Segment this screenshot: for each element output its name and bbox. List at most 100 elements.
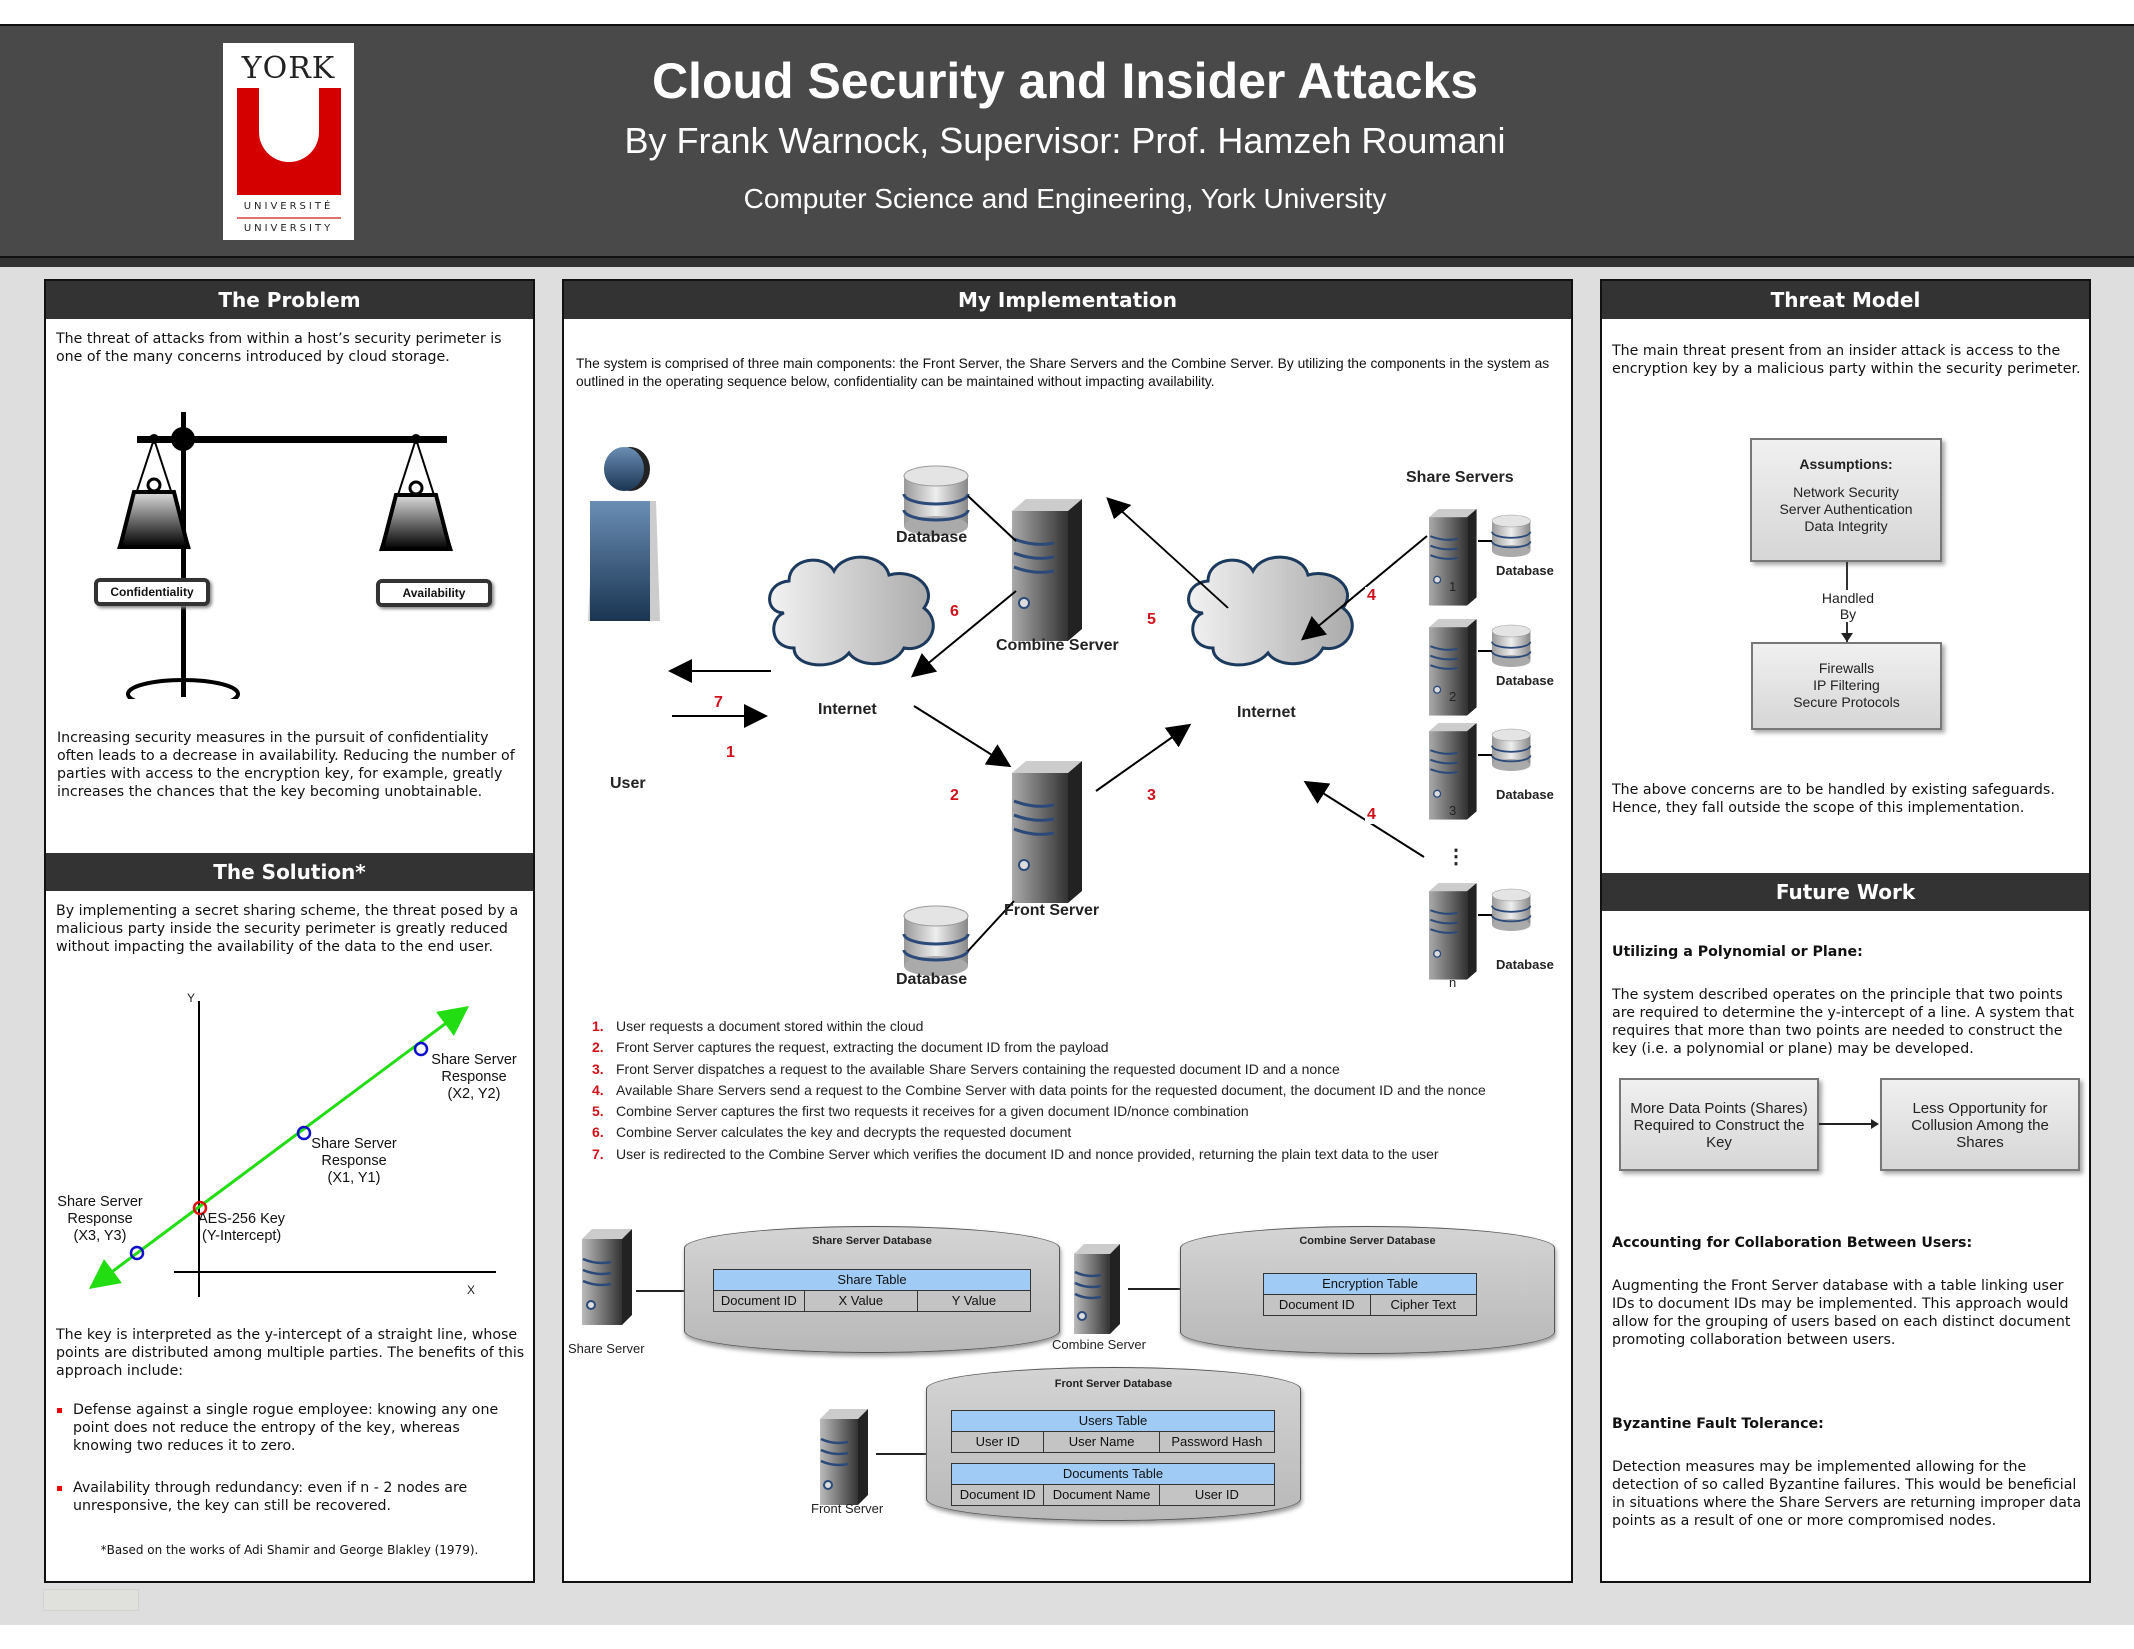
internet-label-left: Internet bbox=[818, 701, 877, 718]
poster-header bbox=[0, 24, 2134, 258]
solution-intro: By implementing a secret sharing scheme,… bbox=[56, 903, 519, 955]
connector-line bbox=[1128, 1288, 1180, 1290]
internet-label-right: Internet bbox=[1237, 704, 1296, 721]
benefit-1: Defense against a single rogue employee:… bbox=[73, 1402, 499, 1454]
share-server-id: 1 bbox=[1449, 579, 1457, 594]
poster-title: Cloud Security and Insider Attacks bbox=[651, 53, 1479, 109]
front-server-small-icon bbox=[820, 1409, 868, 1505]
footer-placeholder bbox=[43, 1589, 139, 1611]
line-segment-down bbox=[88, 1205, 200, 1289]
architecture-diagram bbox=[588, 447, 1532, 981]
database-label: Database bbox=[896, 971, 968, 988]
step-item: 5.Combine Server captures the first two … bbox=[592, 1103, 1249, 1120]
database-label: Database bbox=[1496, 787, 1554, 802]
database-label: Database bbox=[1496, 673, 1554, 688]
step-item: 4.Available Share Servers send a request… bbox=[592, 1081, 1486, 1098]
database-label: Database bbox=[1496, 957, 1554, 972]
front-server-database: Front Server Database Users Table User I… bbox=[926, 1367, 1301, 1521]
combine-server-label: Combine Server bbox=[996, 637, 1119, 654]
future-heading-polynomial: Utilizing a Polynomial or Plane: bbox=[1612, 944, 1863, 960]
poster-affiliation: Computer Science and Engineering, York U… bbox=[743, 183, 1387, 214]
front-server-icon bbox=[1010, 759, 1084, 905]
logo-universite-text: UNIVERSITÉ bbox=[243, 201, 334, 212]
future-heading-collaboration: Accounting for Collaboration Between Use… bbox=[1612, 1235, 1973, 1251]
york-university-logo: YORK UNIVERSITÉ UNIVERSITY bbox=[223, 43, 354, 240]
future-heading-byzantine: Byzantine Fault Tolerance: bbox=[1612, 1416, 1824, 1432]
safeguards-box: Firewalls IP Filtering Secure Protocols bbox=[1751, 642, 1942, 730]
bullet-marker bbox=[57, 1486, 62, 1491]
benefit-2: Availability through redundancy: even if… bbox=[73, 1480, 468, 1514]
share-server-id: 3 bbox=[1449, 803, 1457, 818]
arrow-down-icon bbox=[1841, 633, 1853, 642]
front-server-caption: Front Server bbox=[811, 1501, 884, 1516]
arrow-5 bbox=[1106, 497, 1229, 609]
arrow-6 bbox=[910, 590, 1017, 678]
connector-line bbox=[636, 1290, 684, 1292]
share-servers-label: Share Servers bbox=[1406, 469, 1514, 486]
operating-sequence: 1.User requests a document stored within… bbox=[592, 1016, 1486, 1165]
database-label: Database bbox=[1496, 563, 1554, 578]
logo-u-mark bbox=[237, 88, 341, 195]
arrow-right-icon bbox=[1871, 1119, 1879, 1129]
share-server-small-icon bbox=[582, 1229, 632, 1325]
connector-line bbox=[876, 1453, 928, 1455]
user-icon bbox=[588, 447, 660, 621]
logo-university-text: UNIVERSITY bbox=[243, 223, 334, 234]
threat-model-intro: The main threat present from an insider … bbox=[1612, 343, 2081, 377]
arrow-2 bbox=[913, 705, 1012, 768]
poster-authors: By Frank Warnock, Supervisor: Prof. Hamz… bbox=[624, 120, 1506, 161]
share-server-database: Share Server Database Share Table Docume… bbox=[684, 1226, 1060, 1353]
threat-model-body: The above concerns are to be handled by … bbox=[1612, 782, 2055, 816]
flow-connector bbox=[1819, 1123, 1875, 1125]
point-x2-y2 bbox=[413, 1041, 429, 1057]
step-item: 1.User requests a document stored within… bbox=[592, 1018, 924, 1034]
combine-server-small-icon bbox=[1074, 1244, 1120, 1334]
share-server-n-icon bbox=[1427, 881, 1478, 981]
step-number: 2 bbox=[948, 787, 961, 805]
logo-york-text: YORK bbox=[241, 51, 336, 86]
point-x1-y1 bbox=[296, 1125, 312, 1141]
availability-label: Availability bbox=[376, 579, 492, 607]
step-item: 7.User is redirected to the Combine Serv… bbox=[592, 1145, 1439, 1162]
confidentiality-label: Confidentiality bbox=[94, 578, 210, 606]
future-work-title: Future Work bbox=[1602, 873, 2089, 911]
y-intercept-point bbox=[192, 1200, 208, 1216]
share-server-id: 2 bbox=[1449, 689, 1457, 704]
handled-by-label: Handled By bbox=[1813, 590, 1883, 622]
arrow-3 bbox=[1095, 723, 1192, 792]
problem-title: The Problem bbox=[46, 281, 533, 319]
problem-intro: The threat of attacks from within a host… bbox=[56, 331, 502, 365]
internet-cloud-right-icon bbox=[1187, 555, 1354, 667]
combine-server-database: Combine Server Database Encryption Table… bbox=[1180, 1226, 1555, 1354]
future-text-collaboration: Augmenting the Front Server database wit… bbox=[1612, 1278, 2071, 1348]
point-x3-y3 bbox=[129, 1245, 145, 1261]
combine-server-icon bbox=[1010, 497, 1084, 643]
solution-body: The key is interpreted as the y-intercep… bbox=[56, 1327, 525, 1379]
step-number: 3 bbox=[1145, 787, 1158, 805]
step-number: 4 bbox=[1365, 587, 1378, 605]
more-data-points-box: More Data Points (Shares) Required to Co… bbox=[1619, 1078, 1819, 1171]
step-item: 6.Combine Server calculates the key and … bbox=[592, 1124, 1072, 1141]
step-number: 1 bbox=[724, 744, 737, 762]
combine-server-caption: Combine Server bbox=[1052, 1337, 1146, 1352]
step-item: 2.Front Server captures the request, ext… bbox=[592, 1039, 1109, 1056]
y-axis-label: Y bbox=[187, 991, 196, 1005]
solution-footnote: *Based on the works of Adi Shamir and Ge… bbox=[100, 1543, 479, 1557]
future-text-byzantine: Detection measures may be implemented al… bbox=[1612, 1459, 2082, 1529]
front-server-label: Front Server bbox=[1004, 902, 1100, 919]
share-server-caption: Share Server bbox=[568, 1341, 645, 1356]
x-axis-label: X bbox=[467, 1283, 476, 1297]
logo-divider bbox=[237, 217, 341, 219]
balance-scale-icon bbox=[117, 412, 453, 699]
internet-cloud-left-icon bbox=[768, 555, 935, 667]
step-number: 6 bbox=[948, 603, 961, 621]
step-number: 4 bbox=[1365, 806, 1378, 824]
future-text-polynomial: The system described operates on the pri… bbox=[1612, 987, 2075, 1057]
